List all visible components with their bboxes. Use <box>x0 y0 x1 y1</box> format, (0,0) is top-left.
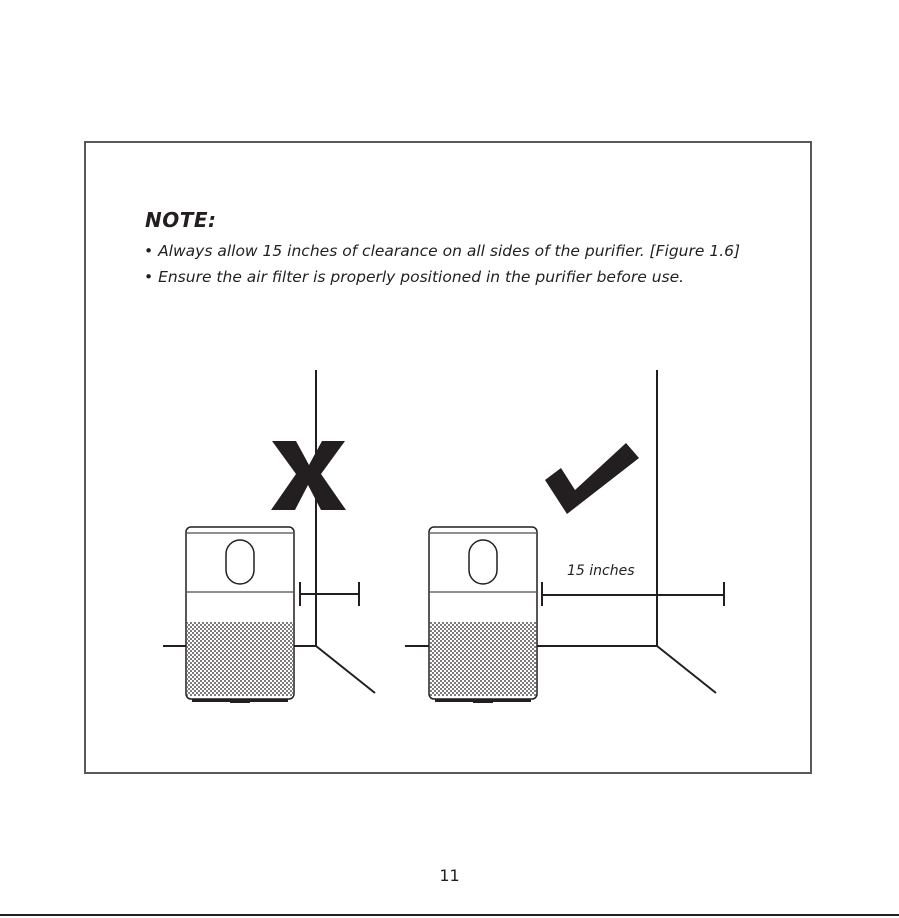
short-clearance-measure <box>300 582 359 606</box>
left-floor-diagonal-line <box>316 646 375 693</box>
correct-placement-scene: 15 inches <box>405 370 724 703</box>
right-purifier-icon <box>429 527 537 703</box>
x-mark-icon <box>271 441 346 510</box>
check-mark-icon <box>545 443 639 514</box>
page-number: 11 <box>0 866 899 885</box>
incorrect-placement-scene <box>163 370 375 703</box>
left-purifier-icon <box>186 527 294 703</box>
full-clearance-measure <box>542 582 724 606</box>
right-floor-diagonal-line <box>657 646 716 693</box>
bottom-rule <box>0 914 899 916</box>
clearance-measurement-label: 15 inches <box>567 563 635 579</box>
